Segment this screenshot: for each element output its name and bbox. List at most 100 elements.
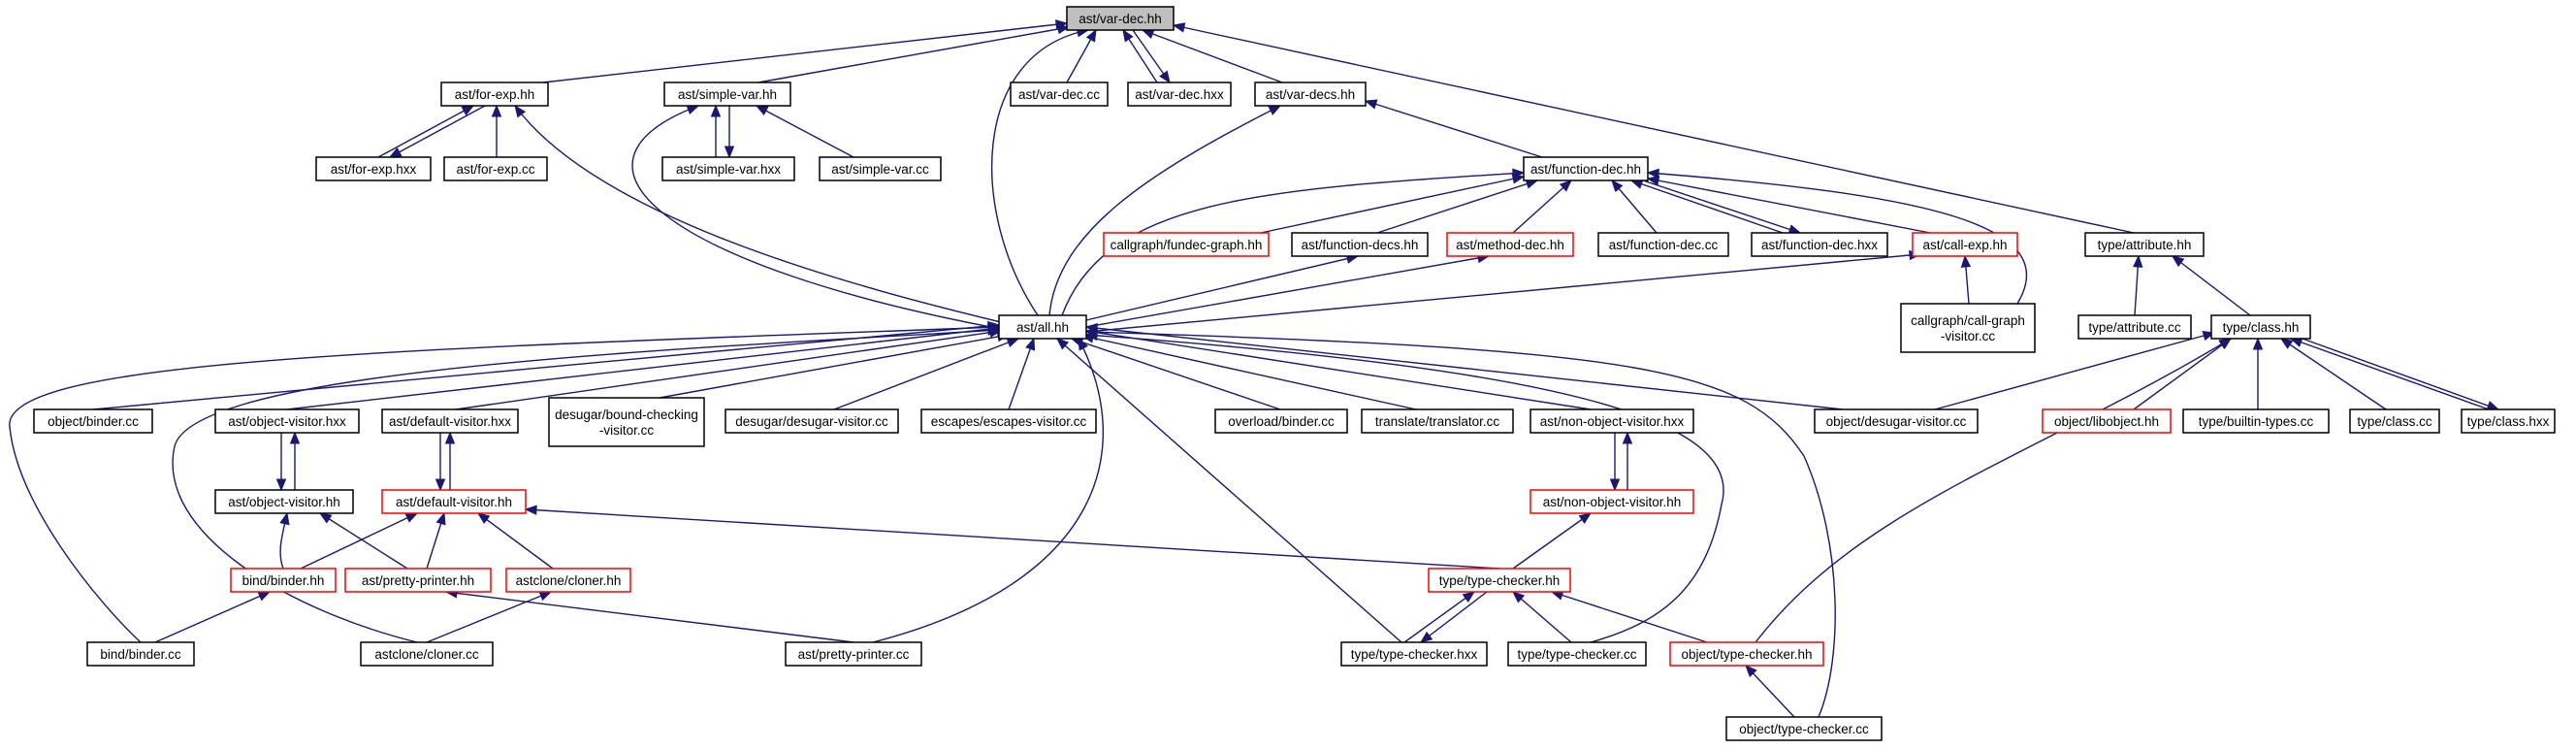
file-node-cloner-hh[interactable]: astclone/cloner.hh — [505, 568, 631, 593]
node-box — [548, 397, 705, 447]
file-node-non-object-visitor-hh[interactable]: ast/non-object-visitor.hh — [1530, 489, 1694, 514]
file-node-object-type-checker-cc[interactable]: object/type-checker.cc — [1725, 716, 1883, 741]
edge-arrowhead — [444, 431, 456, 444]
dependency-edge-simple_var_hh-simple_var_cc — [755, 105, 854, 158]
edge-line — [2172, 255, 2251, 316]
edge-arrowhead — [514, 104, 527, 118]
edge-arrowhead — [987, 325, 1001, 336]
node-label: bind/binder.hh — [242, 573, 325, 588]
file-node-var-dec-hh[interactable]: ast/var-dec.hh — [1066, 6, 1175, 31]
node-box — [381, 408, 519, 434]
edge-line — [1056, 338, 1402, 643]
file-node-pretty-printer-hh[interactable]: ast/pretty-printer.hh — [344, 568, 492, 593]
node-label: astclone/cloner.hh — [516, 573, 622, 588]
file-node-default-visitor-hh[interactable]: ast/default-visitor.hh — [381, 489, 527, 514]
file-node-function-decs-hh[interactable]: ast/function-decs.hh — [1291, 232, 1429, 257]
node-label: ast/simple-var.hh — [678, 87, 777, 102]
file-node-for-exp-hh[interactable]: ast/for-exp.hh — [440, 82, 549, 107]
file-node-method-dec-hh[interactable]: ast/method-dec.hh — [1446, 232, 1574, 257]
file-node-overload-binder-cc[interactable]: overload/binder.cc — [1214, 408, 1348, 434]
node-box — [1446, 232, 1574, 257]
file-node-attribute-hh[interactable]: type/attribute.hh — [2084, 232, 2205, 257]
node-box — [1597, 232, 1729, 257]
file-node-class-cc[interactable]: type/class.cc — [2349, 408, 2440, 434]
node-box — [505, 568, 631, 593]
dependency-edge-var_dec_hh-var_dec_hxx — [1122, 28, 1158, 83]
file-node-type-checker-hxx[interactable]: type/type-checker.hxx — [1340, 641, 1488, 667]
file-node-var-dec-hxx[interactable]: ast/var-dec.hxx — [1127, 82, 1232, 107]
file-node-function-dec-cc[interactable]: ast/function-dec.cc — [1597, 232, 1729, 257]
file-node-simple-var-cc[interactable]: ast/simple-var.cc — [819, 156, 942, 181]
dependency-edge-all_hh-object_type_checker_cc — [1084, 327, 1836, 718]
file-node-escapes-visitor-cc[interactable]: escapes/escapes-visitor.cc — [920, 408, 1097, 434]
file-node-non-object-visitor-hxx[interactable]: ast/non-object-visitor.hxx — [1530, 408, 1694, 434]
file-node-class-hxx[interactable]: type/class.hxx — [2461, 408, 2556, 434]
file-node-default-visitor-hxx[interactable]: ast/default-visitor.hxx — [381, 408, 519, 434]
edge-line — [319, 512, 408, 570]
node-label: type/type-checker.hxx — [1351, 647, 1478, 662]
edge-line — [1061, 172, 1525, 316]
file-node-for-exp-cc[interactable]: ast/for-exp.cc — [443, 156, 548, 181]
node-box — [86, 641, 195, 667]
node-box — [443, 156, 548, 181]
node-label: type/builtin-types.cc — [2199, 414, 2314, 429]
edge-line — [445, 591, 854, 643]
dependency-edge-all_hh-object_desugar_visitor_cc — [1084, 323, 1844, 410]
file-node-type-checker-cc[interactable]: type/type-checker.cc — [1507, 641, 1647, 667]
edge-arrowhead — [1364, 99, 1378, 110]
node-label: type/class.cc — [2357, 414, 2432, 429]
dependency-edge-default_visitor_hxx-default_visitor_hh — [444, 431, 456, 490]
file-node-var-dec-cc[interactable]: ast/var-dec.cc — [1010, 82, 1109, 107]
edge-arrowhead — [435, 511, 446, 526]
file-node-attribute-cc[interactable]: type/attribute.cc — [2077, 314, 2192, 340]
file-node-libobject-hh[interactable]: object/libobject.hh — [2042, 408, 2172, 434]
file-node-builtin-types-cc[interactable]: type/builtin-types.cc — [2182, 408, 2330, 434]
file-node-var-decs-hh[interactable]: ast/var-decs.hh — [1254, 82, 1367, 107]
file-node-object-binder-cc[interactable]: object/binder.cc — [33, 408, 153, 434]
dependency-edge-var_dec_hh-attribute_hh — [1172, 22, 2135, 234]
file-node-pretty-printer-cc[interactable]: ast/pretty-printer.cc — [785, 641, 922, 667]
file-node-object-desugar-visitor-cc[interactable]: object/desugar-visitor.cc — [1814, 408, 1979, 434]
file-node-all-hh[interactable]: ast/all.hh — [998, 314, 1087, 340]
file-node-translator-cc[interactable]: translate/translator.cc — [1361, 408, 1514, 434]
dependency-edge-function_dec_hh-function_dec_cc — [1611, 179, 1658, 234]
edge-line — [1745, 665, 1795, 718]
dependency-edge-bind_binder_hh-bind_binder_cc — [154, 591, 272, 643]
file-node-function-dec-hh[interactable]: ast/function-dec.hh — [1523, 156, 1649, 181]
file-node-cloner-cc[interactable]: astclone/cloner.cc — [360, 641, 494, 667]
edge-arrowhead — [279, 511, 290, 526]
node-box — [1669, 641, 1824, 667]
edge-arrowhead — [1085, 28, 1097, 43]
file-node-desugar-visitor-cc[interactable]: desugar/desugar-visitor.cc — [724, 408, 899, 434]
file-node-object-type-checker-hh[interactable]: object/type-checker.hh — [1669, 641, 1824, 667]
dependency-edge-default_visitor_hh-bind_binder_hh — [300, 512, 419, 570]
node-box — [214, 489, 354, 514]
dependency-edge-all_hh-type_checker_hxx — [1056, 338, 1402, 643]
file-node-object-visitor-hh[interactable]: ast/object-visitor.hh — [214, 489, 354, 514]
edge-line — [1008, 338, 1035, 410]
edge-arrowhead — [1159, 70, 1171, 84]
file-node-simple-var-hxx[interactable]: ast/simple-var.hxx — [661, 156, 795, 181]
edge-arrowhead — [1578, 512, 1593, 524]
file-node-call-exp-hh[interactable]: ast/call-exp.hh — [1912, 232, 2018, 257]
edge-line — [1755, 338, 2232, 643]
dependency-edge-non_object_visitor_hh-type_checker_hh — [1512, 512, 1593, 570]
file-node-simple-var-hh[interactable]: ast/simple-var.hh — [663, 82, 791, 107]
edge-arrowhead — [1122, 28, 1134, 43]
node-box — [819, 156, 942, 181]
dependency-edge-all_hh-escapes_visitor_cc — [1008, 337, 1036, 410]
file-node-function-dec-hxx[interactable]: ast/function-dec.hxx — [1751, 232, 1888, 257]
edge-line — [1403, 591, 1475, 643]
edge-arrowhead — [686, 105, 700, 114]
file-node-object-visitor-hxx[interactable]: ast/object-visitor.hxx — [214, 408, 360, 434]
edge-line — [514, 105, 1010, 325]
edge-arrowhead — [538, 591, 553, 602]
file-node-for-exp-hxx[interactable]: ast/for-exp.hxx — [315, 156, 432, 181]
file-node-bind-binder-cc[interactable]: bind/binder.cc — [86, 641, 195, 667]
file-node-type-checker-hh[interactable]: type/type-checker.hh — [1428, 568, 1571, 593]
file-node-call-graph-visitor-cc[interactable]: callgraph/call-graph-visitor.cc — [1900, 303, 2036, 353]
file-node-class-hh[interactable]: type/class.hh — [2210, 314, 2311, 340]
file-node-bind-binder-hh[interactable]: bind/binder.hh — [230, 568, 337, 593]
file-node-fundec-graph-hh[interactable]: callgraph/fundec-graph.hh — [1103, 232, 1270, 257]
file-node-bound-checking-visitor-cc[interactable]: desugar/bound-checking-visitor.cc — [548, 397, 705, 447]
